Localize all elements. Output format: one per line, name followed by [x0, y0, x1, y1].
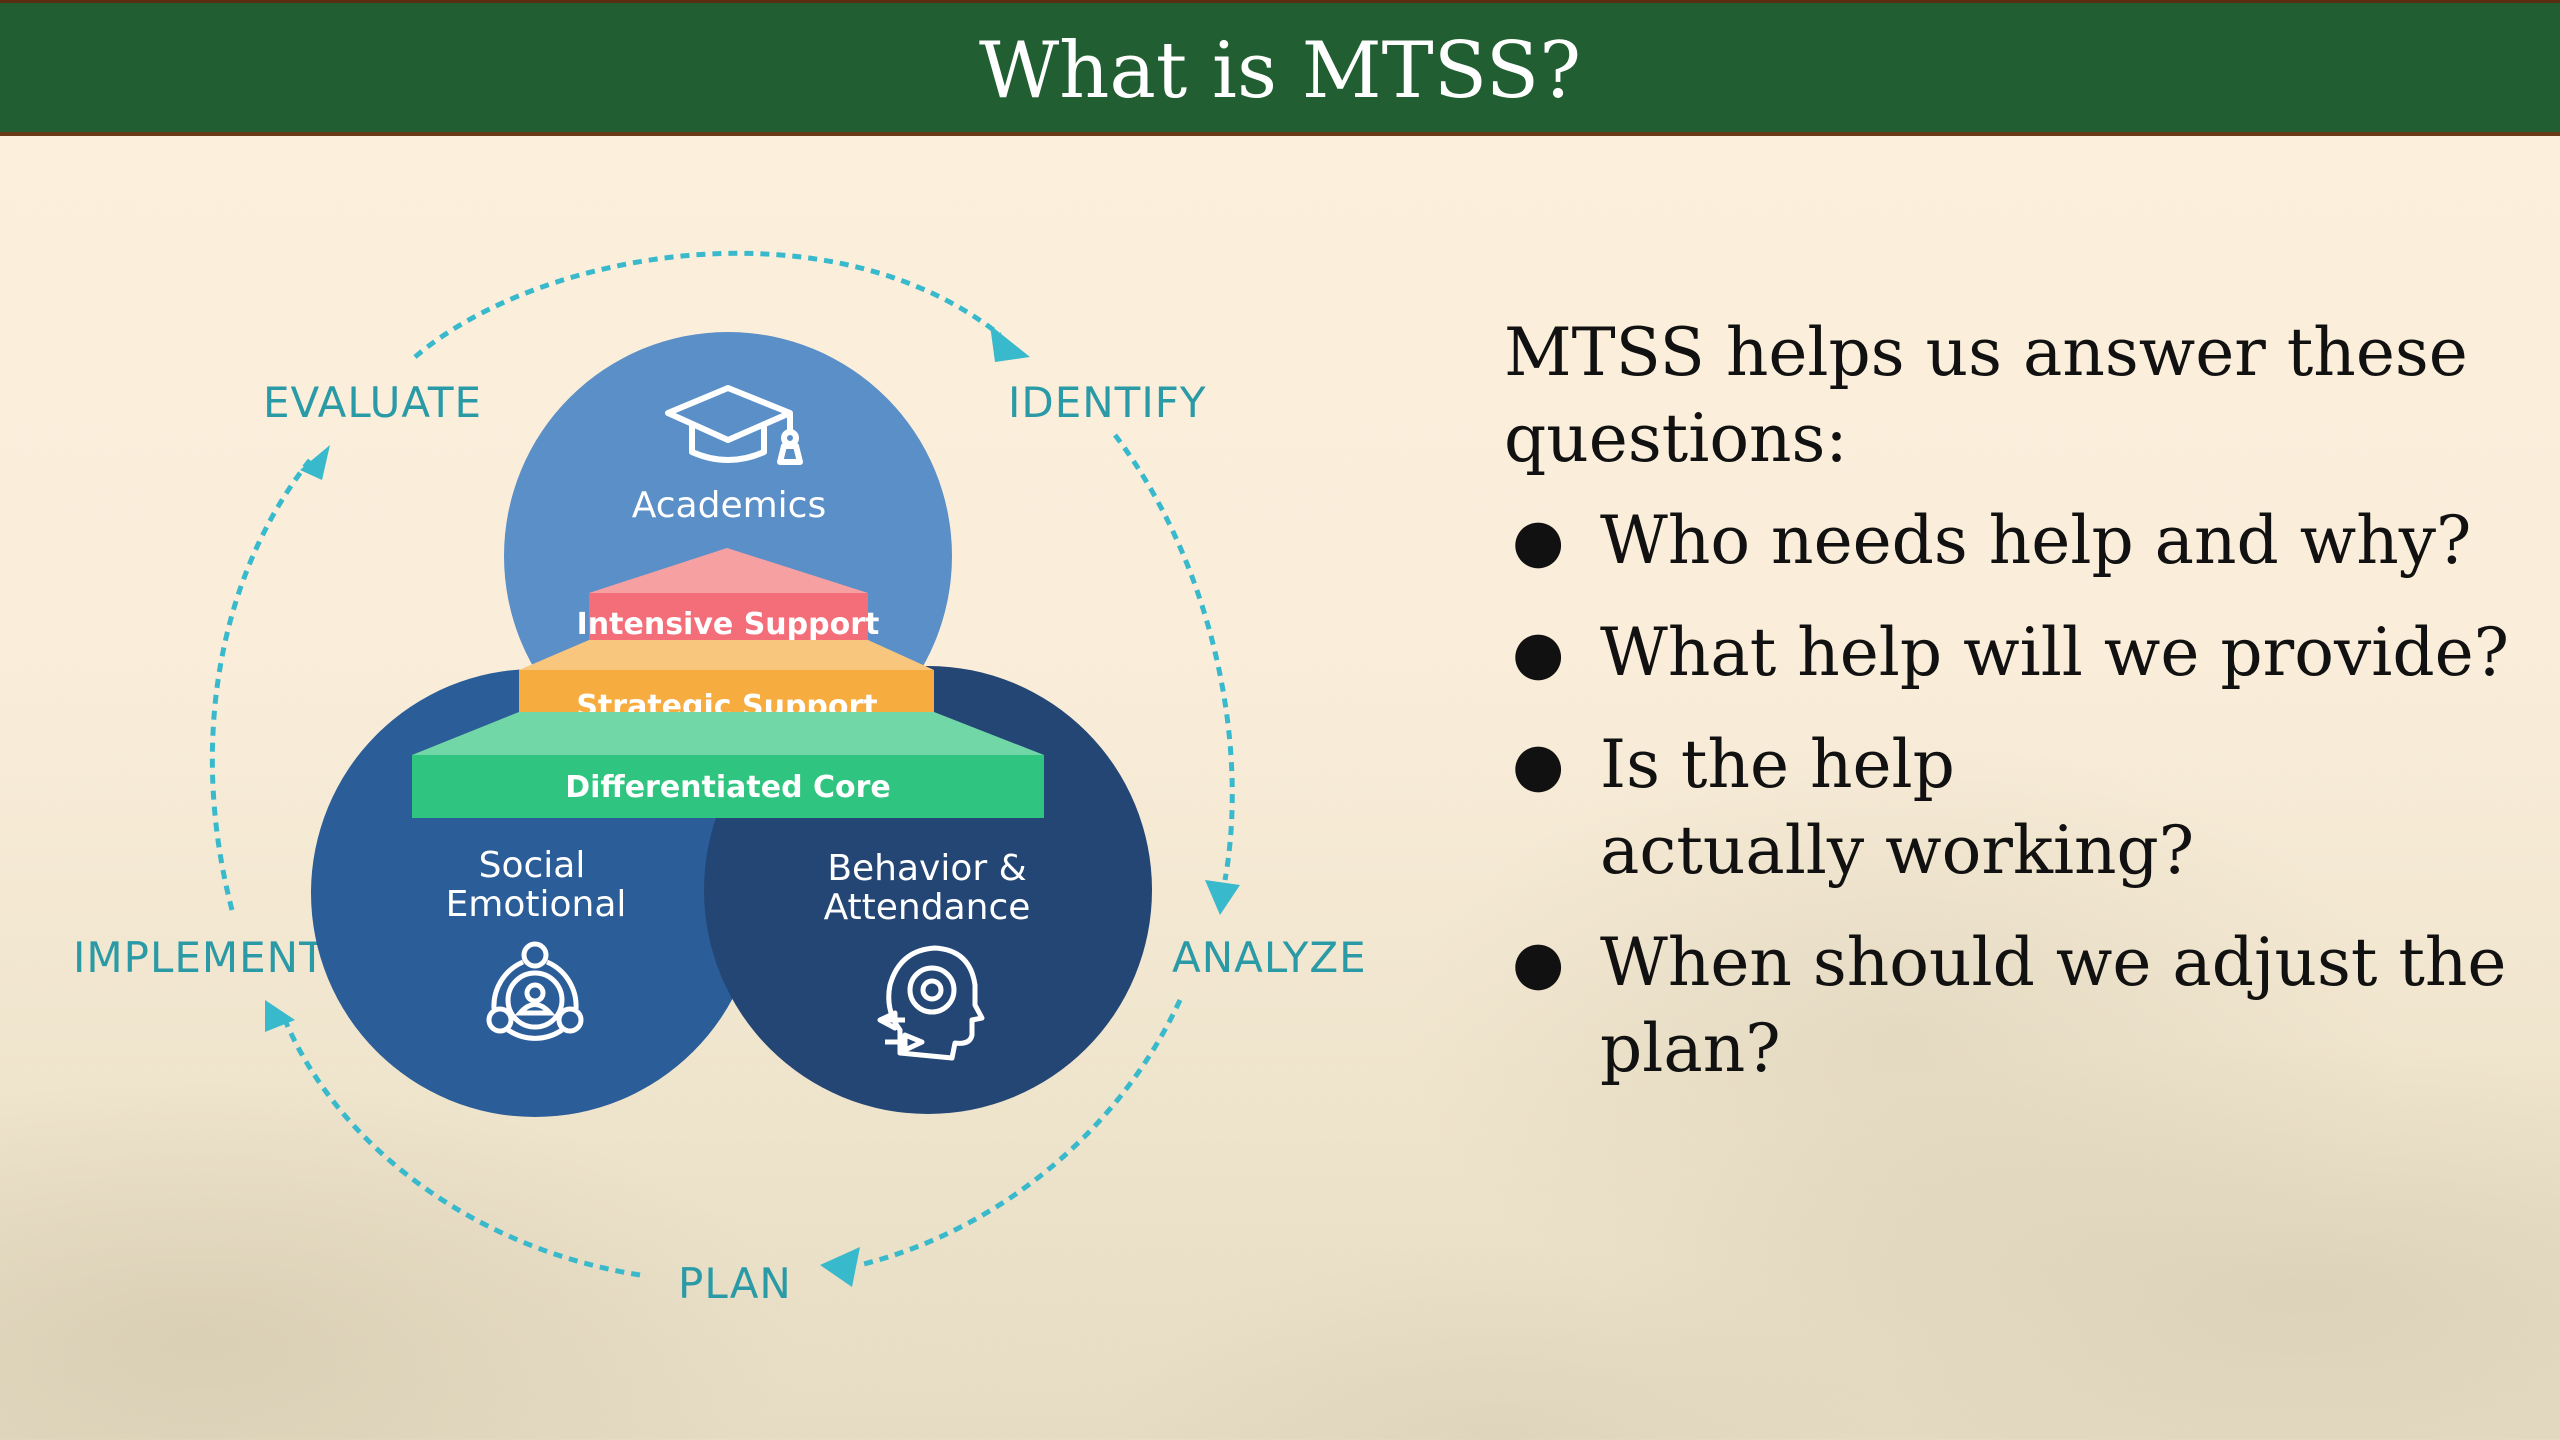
question-item: ● Who needs help and why? [1504, 498, 2524, 584]
tier-core-label: Differentiated Core [565, 770, 891, 805]
tier-strategic-top [519, 640, 934, 670]
question-item: ● Is the help actually working? [1504, 722, 2240, 894]
intro-text: MTSS helps us answer these questions: [1504, 314, 2468, 477]
head-gear-icon [877, 945, 985, 1061]
question-item: ● What help will we provide? [1504, 610, 2524, 696]
question-text: Who needs help and why? [1600, 502, 2472, 579]
arrowhead-implement [265, 1000, 295, 1032]
bullet-icon: ● [1512, 618, 1565, 688]
cycle-arrows [209, 250, 1235, 1278]
title-bar: What is MTSS? [0, 0, 2560, 136]
behavior-attendance-label-line2: Attendance [824, 887, 1031, 928]
arc-identify-to-analyze [1113, 433, 1235, 881]
arrowhead-analyze [1205, 880, 1240, 915]
cycle-label-implement: IMPLEMENT [73, 933, 326, 982]
behavior-attendance-label-line1: Behavior & [827, 848, 1026, 889]
tier-intensive-label: Intensive Support [577, 607, 880, 642]
tier-core-face [412, 755, 1044, 818]
question-list: ● Who needs help and why? ● What help will… [1504, 498, 2524, 1092]
bullet-icon: ● [1512, 730, 1565, 800]
question-text: Is the help actually working? [1600, 726, 2195, 889]
cycle-arrowheads [265, 325, 1240, 1287]
person-network-icon [486, 941, 584, 1041]
cycle-label-identify: IDENTIFY [1008, 378, 1207, 427]
slide-title: What is MTSS? [978, 26, 1582, 116]
bullet-icon: ● [1512, 506, 1565, 576]
academics-label: Academics [632, 485, 826, 526]
social-emotional-label-line2: Emotional [446, 884, 627, 925]
arc-analyze-to-plan [859, 998, 1183, 1268]
tier-intensive-top [589, 548, 868, 593]
arc-plan-to-implement [282, 1019, 641, 1278]
arrowhead-evaluate [300, 445, 330, 480]
tier-core-top [412, 712, 1044, 755]
content-panel: MTSS helps us answer these questions: ● W… [1504, 310, 2524, 1118]
social-emotional-label-line1: Social [479, 845, 586, 886]
question-item: ● When should we adjust the plan? [1504, 920, 2560, 1092]
cycle-label-analyze: ANALYZE [1172, 933, 1367, 982]
arrowhead-plan [820, 1247, 860, 1287]
graduation-cap-icon [665, 385, 803, 465]
cycle-label-evaluate: EVALUATE [263, 378, 482, 427]
arc-evaluate-to-identify [413, 250, 1002, 359]
tier-core: Differentiated Core [412, 712, 1044, 818]
arrowhead-identify [990, 325, 1030, 362]
bullet-icon: ● [1512, 928, 1565, 998]
question-text: When should we adjust the plan? [1600, 924, 2507, 1087]
question-text: What help will we provide? [1600, 614, 2510, 691]
cycle-label-plan: PLAN [678, 1259, 792, 1308]
arc-implement-to-evaluate [209, 458, 312, 911]
